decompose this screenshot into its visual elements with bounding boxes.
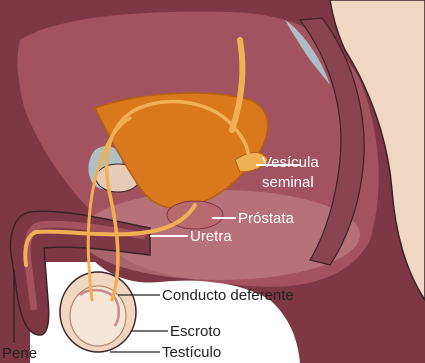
label-escroto: Escroto [170,323,221,340]
label-uretra: Uretra [190,228,232,245]
label-vesicula-seminal-2: seminal [262,174,314,191]
label-prostata: Próstata [238,210,295,227]
label-testiculo: Testículo [162,344,221,361]
label-conducto-deferente: Conducto deferente [162,287,294,304]
label-pene: Pene [2,345,37,362]
label-vesicula-seminal-1: Vesícula [262,154,319,171]
